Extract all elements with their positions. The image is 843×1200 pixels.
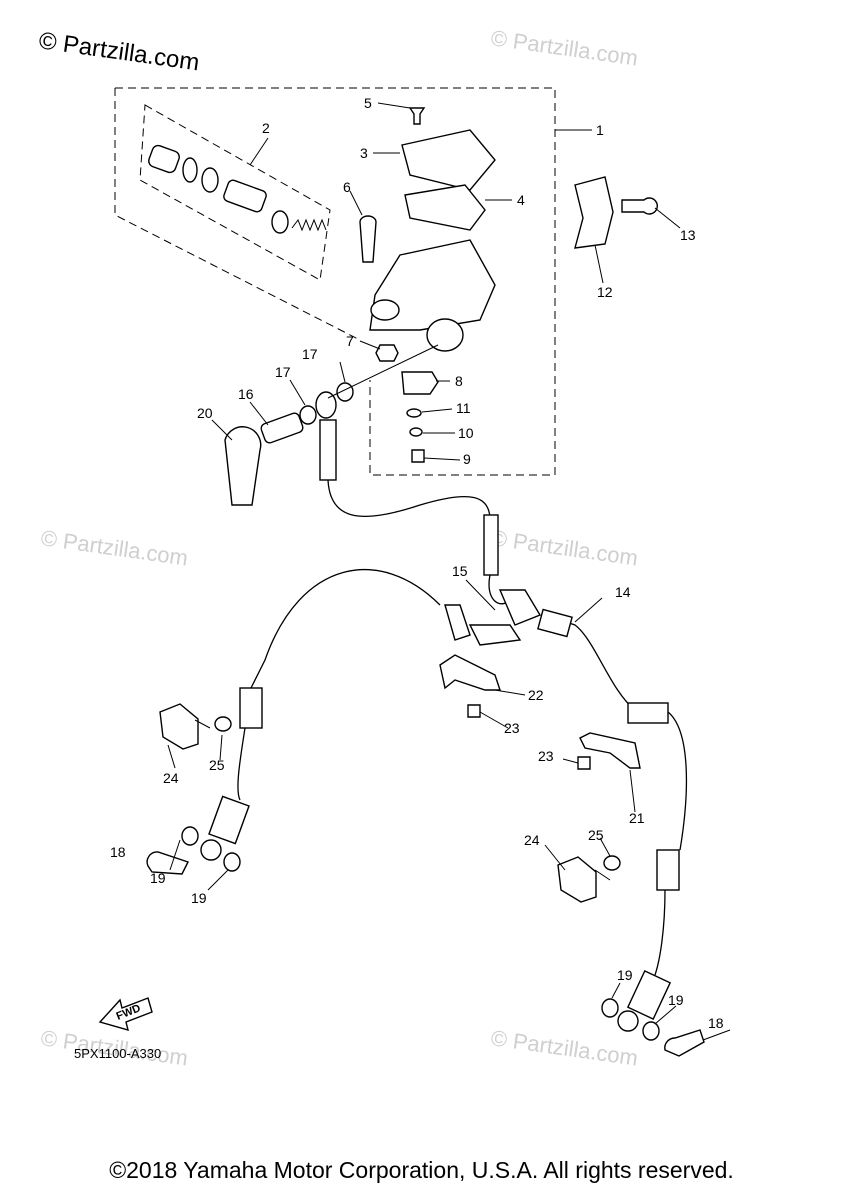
callout-24: 24	[524, 832, 540, 848]
callout-10: 10	[458, 425, 474, 441]
callout-25: 25	[588, 827, 604, 843]
cap-screw	[408, 107, 426, 125]
callout-11: 11	[456, 400, 471, 416]
callout-17: 17	[302, 346, 318, 362]
hose-fitting	[319, 419, 337, 481]
callout-20: 20	[197, 405, 213, 421]
copper-washer	[642, 1021, 660, 1041]
hose-bracket	[579, 732, 641, 769]
callout-19: 19	[668, 992, 684, 1008]
watermark-faint: © Partzilla.com	[489, 525, 639, 570]
callout-13: 13	[680, 227, 696, 243]
callout-9: 9	[463, 451, 471, 467]
caliper-union-bolt	[664, 1029, 705, 1057]
callout-labels: 1 2 3 4 5 6 7 8 9 10 11 12 13 14 15 16 1…	[110, 95, 724, 1031]
callout-12: 12	[597, 284, 613, 300]
callout-23: 23	[538, 748, 554, 764]
pivot-bolt	[359, 215, 377, 263]
diagram-code: 5PX1100-A330	[74, 1046, 161, 1061]
switch-screw	[411, 449, 425, 463]
brake-switch	[401, 371, 439, 395]
callout-8: 8	[455, 373, 463, 389]
callout-21: 21	[629, 810, 645, 826]
hose-bracket	[439, 654, 501, 691]
copper-washer	[181, 826, 199, 846]
callout-3: 3	[360, 145, 368, 161]
callout-24: 24	[163, 770, 179, 786]
callout-22: 22	[528, 687, 544, 703]
callout-17: 17	[275, 364, 291, 380]
master-cylinder	[369, 239, 496, 352]
clamp-nut	[214, 716, 232, 732]
watermark-main: © Partzilla.com	[37, 27, 201, 76]
assembly-outline-1	[114, 87, 556, 476]
brake-hose	[200, 479, 688, 1032]
copyright-notice: ©2018 Yamaha Motor Corporation, U.S.A. A…	[109, 1157, 734, 1183]
boot	[224, 426, 262, 506]
master-cylinder-holder	[574, 176, 614, 249]
callout-18: 18	[110, 844, 126, 860]
clamp-nut	[603, 855, 621, 871]
forward-direction-indicator: FWD	[98, 997, 153, 1032]
hose-clamp	[159, 703, 199, 750]
switch-spring-washer	[409, 427, 423, 437]
caliper-union-bolt	[146, 851, 189, 875]
watermark-faint: © Partzilla.com	[39, 525, 189, 570]
hose-clamp	[557, 856, 597, 903]
watermark-faint: © Partzilla.com	[489, 1025, 639, 1070]
callout-19: 19	[150, 870, 166, 886]
union-bolt	[260, 412, 304, 444]
callout-19: 19	[617, 967, 633, 983]
callout-1: 1	[596, 122, 604, 138]
piston-kit	[148, 144, 327, 234]
callout-6: 6	[343, 179, 351, 195]
diaphragm	[404, 184, 486, 231]
callout-23: 23	[504, 720, 520, 736]
copper-washer	[601, 998, 619, 1018]
copper-washer	[223, 852, 241, 872]
callout-4: 4	[517, 192, 525, 208]
callout-16: 16	[238, 386, 254, 402]
bracket-bolt	[577, 756, 591, 770]
leader-lines	[167, 102, 731, 1041]
pivot-nut	[375, 344, 399, 362]
bracket-bolt	[467, 704, 481, 718]
callout-15: 15	[452, 563, 468, 579]
callout-5: 5	[364, 95, 372, 111]
watermark-faint: © Partzilla.com	[489, 25, 639, 70]
callout-2: 2	[262, 120, 270, 136]
holder-bolt	[621, 197, 658, 215]
callout-14: 14	[615, 584, 631, 600]
reservoir-cap	[401, 129, 496, 191]
callout-25: 25	[209, 757, 225, 773]
switch-washer	[406, 408, 422, 418]
callout-7: 7	[346, 333, 354, 349]
callout-18: 18	[708, 1015, 724, 1031]
banjo-eye	[315, 391, 337, 419]
assembly-outline-2	[139, 104, 331, 281]
copper-washer	[299, 405, 317, 425]
callout-19: 19	[191, 890, 207, 906]
